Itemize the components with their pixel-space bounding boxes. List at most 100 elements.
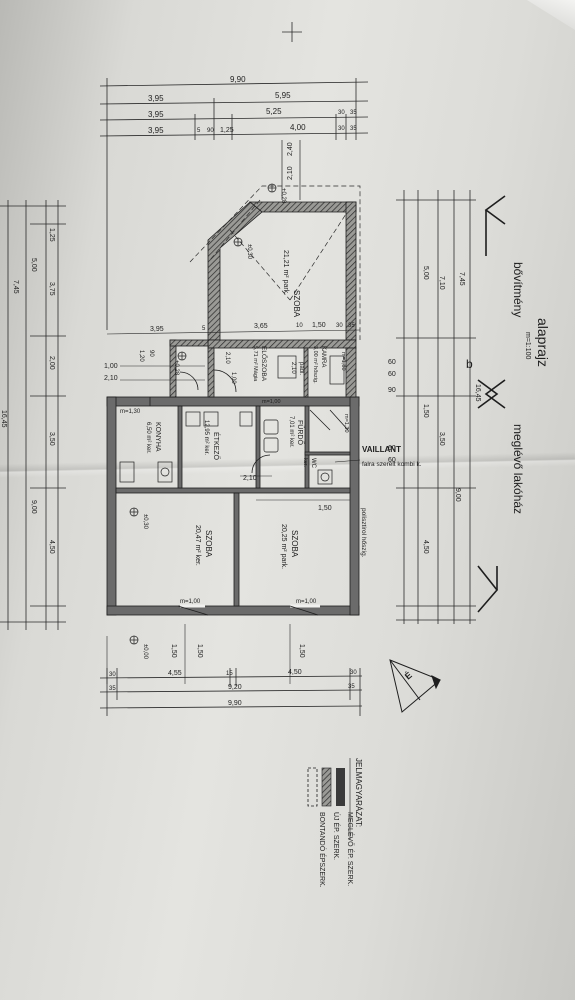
int-dim-11: 2,10 <box>104 375 118 382</box>
room-padl-name: padl. <box>298 362 304 375</box>
dim-bottom-a: 30 <box>109 672 116 678</box>
boiler-detail: falra szerelt kombi k. <box>362 461 422 468</box>
cut-mark-top <box>282 22 302 42</box>
insulation-note: polisztirol hőszig. <box>360 508 367 558</box>
window-mark-3: m=1,00 <box>296 599 317 605</box>
dim-top-r4b: 5 <box>197 128 201 134</box>
legend-swatch-existing <box>336 768 345 806</box>
room-szoba-left-name: SZOBA <box>204 530 213 558</box>
dim-right-d3: 1,50 <box>422 404 429 418</box>
bottom-dimension-lines <box>99 668 363 716</box>
dim-right-e0: 60 <box>388 359 396 366</box>
dim-top-r4d: 1,25 <box>220 127 234 134</box>
dim-bottom-c: 15 <box>226 671 233 677</box>
int-dim-1: 3,95 <box>150 326 164 333</box>
dim-top-r2b: 5,95 <box>275 91 291 100</box>
left-dimension-lines <box>0 200 66 630</box>
room-szoba-right-name: SZOBA <box>290 530 299 558</box>
legend-swatch-demolish <box>307 767 318 807</box>
title-block: alaprajz m=1:100 bővítmény meglévő lakóh… <box>466 195 551 613</box>
dim-bottom-b: 4,55 <box>168 670 182 677</box>
dim-right-d7: 9,00 <box>454 488 461 502</box>
legend: JELMAGYARÁZAT: MEGLÉVŐ ÉP. SZERK. ÚJ ÉP.… <box>307 758 363 888</box>
room-wc-area: ker. <box>302 458 308 467</box>
house-walls <box>106 396 360 616</box>
dim-top-r4e: 4,00 <box>290 123 306 132</box>
int-dim-5: 10 <box>296 323 303 329</box>
room-kamra-name: KAMRA <box>320 346 326 367</box>
int-dim-8: 1,00 <box>104 363 118 370</box>
dim-top-r3d: 35 <box>350 110 357 116</box>
dim-top-r4g: 35 <box>350 126 357 132</box>
int-dim-13: 2,10 <box>224 352 230 364</box>
level-1: +0,28 <box>280 188 286 204</box>
level-4: ±0,30 <box>142 514 148 530</box>
dim-left-c9: 4,50 <box>48 540 55 554</box>
dim-left-c7: 3,50 <box>48 432 55 446</box>
dim-left-d1: 5,00 <box>30 258 37 272</box>
room-wc-name: WC <box>310 458 316 469</box>
window-mark-5: m=1,80 <box>340 352 346 371</box>
dim-top-mid1: 2,40 <box>287 142 294 156</box>
window-mark-1: m=1,30 <box>120 409 141 415</box>
dim-top-mid2: 2,10 <box>287 166 294 180</box>
extension-label: bővítmény <box>511 262 525 317</box>
dim-left-d2: 9,00 <box>30 500 37 514</box>
legend-item-new: ÚJ ÉP. SZERK. <box>332 812 341 860</box>
int-dim-16: 1,50 <box>170 644 177 658</box>
dim-right-e4: 60 <box>388 457 396 464</box>
int-dim-3: 1,50 <box>312 322 326 329</box>
dim-left-c5: 2,00 <box>48 356 55 370</box>
int-dim-4: 30 <box>336 323 343 329</box>
dim-right-b: 16,45 <box>474 384 481 402</box>
extension-bracket-icon <box>477 195 506 613</box>
dim-left-b: 16,45 <box>0 410 7 428</box>
room-padl-area: 2,10 <box>290 362 296 374</box>
legend-item-demolish: BONTANDÓ ÉPSZERK. <box>318 812 327 888</box>
room-furdo-name: FÜRDŐ <box>296 420 305 445</box>
dim-right-c5: 3,50 <box>438 432 445 446</box>
int-dim-18: 1,50 <box>298 644 305 658</box>
room-szoba-left-area: 20,47 m² ker. <box>194 525 201 566</box>
room-labels: SZOBA 21,21 m² park. KAMRA 3,00 m² hőszi… <box>145 250 326 569</box>
section-marker: b <box>466 357 473 371</box>
room-eloszoba-name: ELŐSZOBA <box>260 346 269 382</box>
int-dim-15: 1,50 <box>318 505 332 512</box>
dim-right-c2: 5,00 <box>422 266 429 280</box>
dim-right-c3: 7,10 <box>438 276 445 290</box>
legend-swatch-new <box>321 767 332 807</box>
int-dim-2: 3,65 <box>254 323 268 330</box>
level-3: +0,28 <box>173 360 179 376</box>
entry-block <box>169 339 357 398</box>
dim-left-c3: 3,75 <box>48 282 55 296</box>
window-mark-4: m=1,00 <box>262 399 281 405</box>
boiler-title: VAILLANT <box>362 445 401 454</box>
room-furdo-area: 7,01 m² ker. <box>288 416 294 448</box>
window-mark-6: m=1,30 <box>343 414 349 433</box>
room-kamra-area: 3,00 m² hőszig. <box>312 346 318 384</box>
int-dim-17: 1,50 <box>196 644 203 658</box>
room-konyha-area: 6,50 m² ker. <box>145 422 151 454</box>
extension-walls <box>207 201 357 341</box>
level-5: ±0,00 <box>142 644 148 660</box>
dim-top-r3b: 5,25 <box>266 107 282 116</box>
level-marks <box>129 183 277 645</box>
fixtures <box>119 355 345 485</box>
int-dim-7: 35 <box>348 323 355 329</box>
int-dim-6: 5 <box>202 326 206 332</box>
level-2: ±0,30 <box>246 244 252 260</box>
dim-bottom-e: 30 <box>350 670 357 676</box>
drawing-scale: m=1:100 <box>524 332 531 360</box>
dim-right-e2: 90 <box>388 387 396 394</box>
interior-dimension-lines <box>106 329 361 684</box>
demolition-outline <box>189 185 361 340</box>
openings <box>149 369 349 616</box>
drawing-title: alaprajz <box>535 318 551 367</box>
dim-right-a: 7,45 <box>458 272 465 286</box>
dim-bottom-d: 4,50 <box>288 669 302 676</box>
north-letter: É <box>403 670 414 682</box>
int-dim-14: 2,10 <box>243 475 257 482</box>
window-mark-2: m=1,00 <box>180 599 201 605</box>
dim-right-e1: 60 <box>388 371 396 378</box>
